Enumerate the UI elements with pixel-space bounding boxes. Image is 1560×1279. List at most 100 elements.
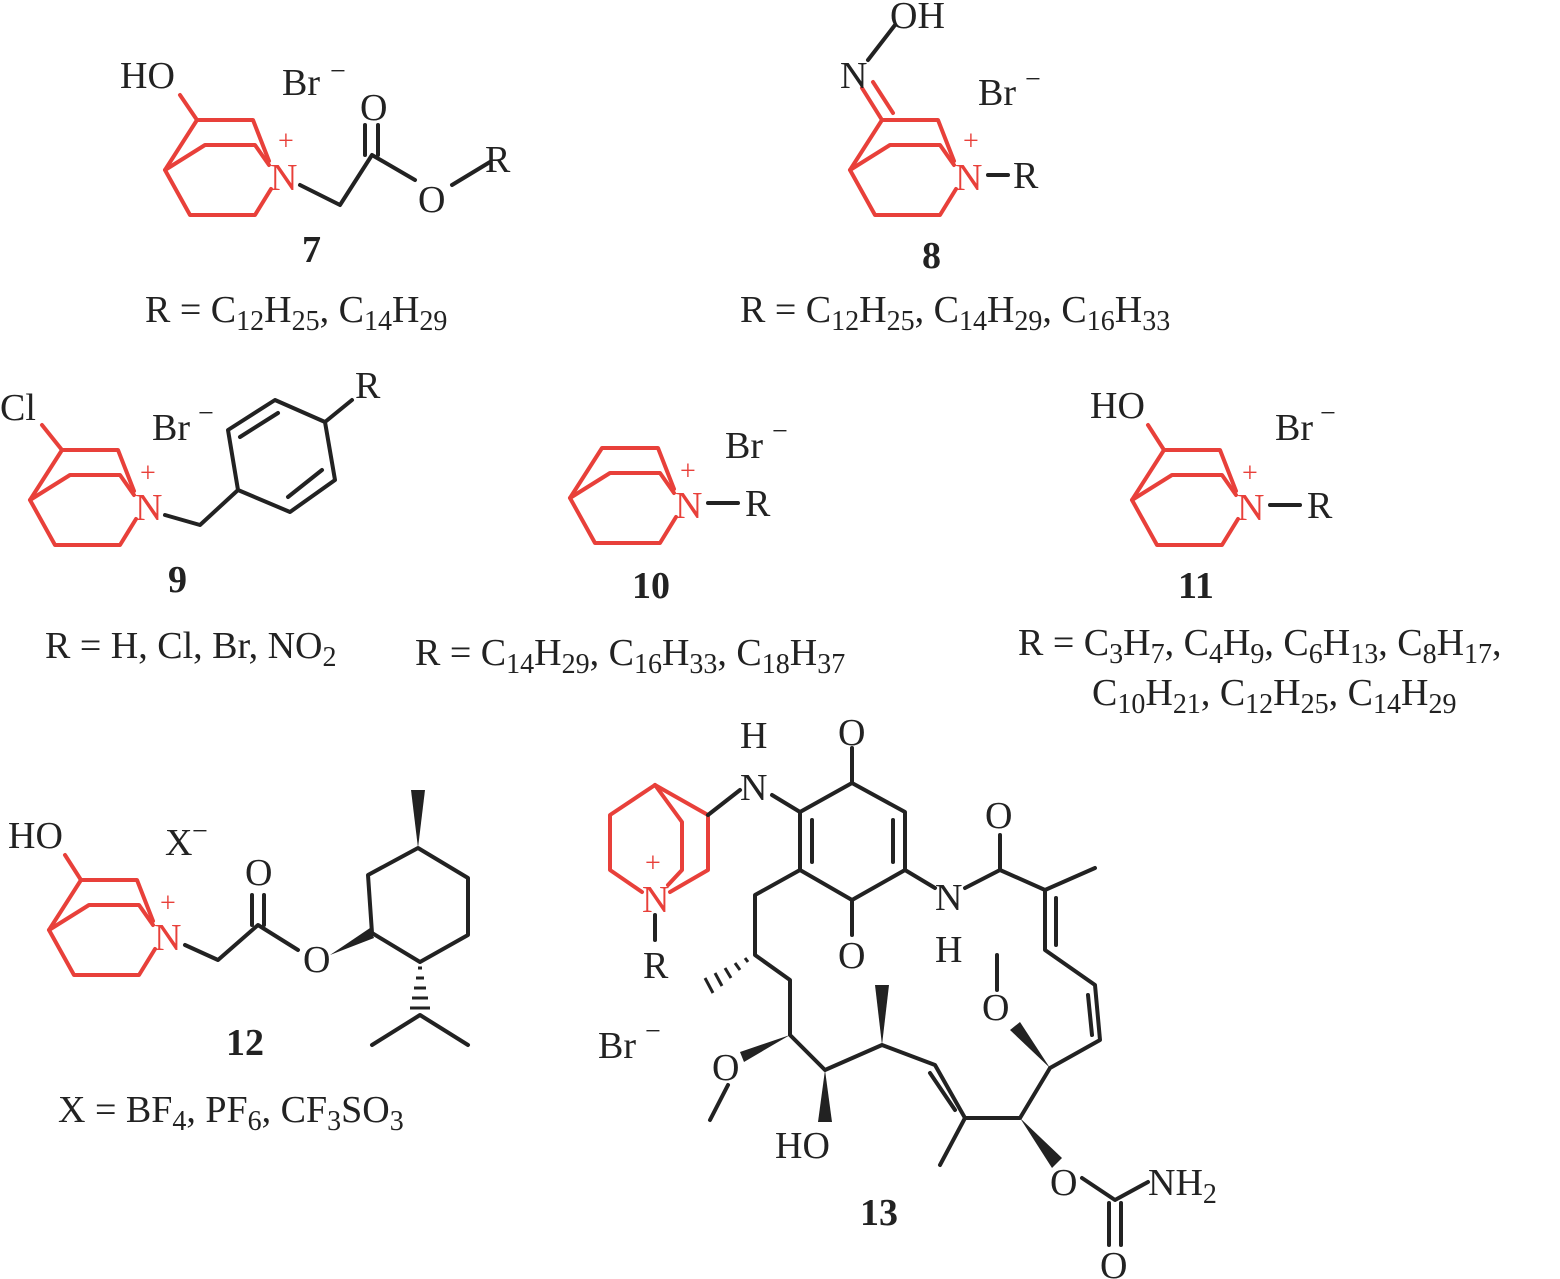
- charge-minus: −: [192, 816, 208, 847]
- atom-label: R: [355, 365, 381, 407]
- subscript: 12: [236, 306, 264, 337]
- subscript: 29: [562, 649, 590, 680]
- charge-minus: −: [1025, 64, 1041, 95]
- charge-minus: −: [1320, 398, 1336, 429]
- subscript: 12: [1245, 689, 1273, 720]
- r-group-formula: R = C12​H25​, C14​H29​, C16​H33​: [740, 289, 1170, 337]
- subscript: 7: [1151, 639, 1165, 670]
- atom-label: HO: [120, 55, 175, 97]
- compound-number: 13: [860, 1192, 898, 1234]
- anion-label: Br: [1275, 407, 1313, 449]
- subscript: 16: [634, 649, 662, 680]
- compound-12: HO N + X − O O 12 X = BF4​, PF6​, CF3​SO…: [8, 790, 470, 1137]
- atom-label: O: [838, 935, 865, 977]
- subscript: 17: [1464, 639, 1492, 670]
- atom-label: O: [245, 852, 272, 894]
- subscript: 14: [959, 306, 987, 337]
- compound-number: 7: [302, 229, 321, 271]
- anion-label: Br: [282, 62, 320, 104]
- subscript: 37: [817, 649, 845, 680]
- anion-label: Br: [978, 72, 1016, 114]
- r-group-formula: X = BF4​, PF6​, CF3​SO3​: [58, 1089, 404, 1137]
- atom-label: O: [418, 179, 445, 221]
- subscript: 4: [1209, 639, 1223, 670]
- atom-label: H: [740, 715, 767, 757]
- subscript: 8: [1423, 639, 1437, 670]
- compound-8: OH N N + Br − R 8 R = C12​H25​, C14​H29​…: [740, 0, 1170, 337]
- r-group-formula: R = H, Cl, Br, NO2​: [45, 625, 337, 673]
- charge-minus: −: [772, 416, 788, 447]
- subscript: 25: [292, 306, 320, 337]
- subscript: 2: [1203, 1179, 1217, 1210]
- r-group-formula: R = C3​H7​, C4​H9​, C6​H13​, C8​H17​,: [1018, 622, 1502, 670]
- subscript: 29: [419, 306, 447, 337]
- atom-label: O: [1050, 1162, 1077, 1204]
- atom-label: NH2​: [1148, 1162, 1217, 1210]
- subscript: 29: [1014, 306, 1042, 337]
- atom-label: N: [675, 485, 702, 527]
- atom-label: N: [955, 157, 982, 199]
- atom-label: R: [643, 945, 669, 987]
- atom-label: O: [838, 712, 865, 754]
- anion-label: Br: [152, 407, 190, 449]
- subscript: 3: [1109, 639, 1123, 670]
- atom-label: O: [1100, 1245, 1127, 1279]
- subscript: 14: [1373, 689, 1401, 720]
- subscript: 18: [762, 649, 790, 680]
- subscript: 10: [1117, 689, 1145, 720]
- subscript: 14: [506, 649, 534, 680]
- subscript: 16: [1087, 306, 1115, 337]
- charge-plus: +: [645, 848, 661, 879]
- charge-plus: +: [963, 126, 979, 157]
- atom-label: R: [485, 139, 511, 181]
- compound-number: 8: [922, 235, 941, 277]
- atom-label: N: [642, 879, 669, 921]
- atom-label: R: [1307, 485, 1333, 527]
- charge-plus: +: [278, 126, 294, 157]
- atom-label: R: [1013, 155, 1039, 197]
- atom-label: O: [303, 939, 330, 981]
- subscript: 4: [172, 1106, 186, 1137]
- subscript: 33: [689, 649, 717, 680]
- atom-label: O: [360, 87, 387, 129]
- r-group-formula: C10​H21​, C12​H25​, C14​H29​: [1092, 672, 1456, 720]
- atom-label: N: [935, 877, 962, 919]
- charge-plus: +: [160, 888, 176, 919]
- atom-label: N: [270, 157, 297, 199]
- compound-9: Cl N + Br − R 9 R = H, Cl, Br, NO2​: [0, 365, 381, 673]
- subscript: 14: [364, 306, 392, 337]
- atom-label: HO: [8, 815, 63, 857]
- compound-number: 11: [1178, 565, 1214, 607]
- subscript: 25: [1301, 689, 1329, 720]
- charge-plus: +: [140, 458, 156, 489]
- atom-label: O: [985, 795, 1012, 837]
- subscript: 21: [1173, 689, 1201, 720]
- atom-label: HO: [1090, 385, 1145, 427]
- subscript: 6: [1309, 639, 1323, 670]
- subscript: 2: [323, 642, 337, 673]
- compound-11: HO N + Br − R 11 R = C3​H7​, C4​H9​, C6​…: [1018, 385, 1502, 720]
- compound-7: HO N + Br − O O R 7 R = C12​H25​, C14​H2…: [120, 55, 511, 337]
- atom-label: N: [740, 767, 767, 809]
- compound-number: 9: [168, 559, 187, 601]
- compound-13: H N O O N H O N + R Br − O O O NH2​ HO O…: [598, 712, 1217, 1279]
- atom-label: O: [712, 1047, 739, 1089]
- subscript: 13: [1350, 639, 1378, 670]
- atom-label: N: [840, 55, 867, 97]
- atom-label: N: [1237, 487, 1264, 529]
- subscript: 6: [248, 1106, 262, 1137]
- compound-number: 12: [226, 1022, 264, 1064]
- charge-plus: +: [1242, 458, 1258, 489]
- charge-minus: −: [198, 398, 214, 429]
- subscript: 3: [327, 1106, 341, 1137]
- subscript: 3: [390, 1106, 404, 1137]
- atom-label: N: [135, 487, 162, 529]
- atom-label: R: [745, 483, 771, 525]
- subscript: 29: [1428, 689, 1456, 720]
- compound-number: 10: [632, 565, 670, 607]
- r-group-formula: R = C12​H25​, C14​H29​: [145, 289, 447, 337]
- atom-label: N: [154, 917, 181, 959]
- atom-label: Cl: [0, 387, 36, 429]
- atom-label: HO: [775, 1125, 830, 1167]
